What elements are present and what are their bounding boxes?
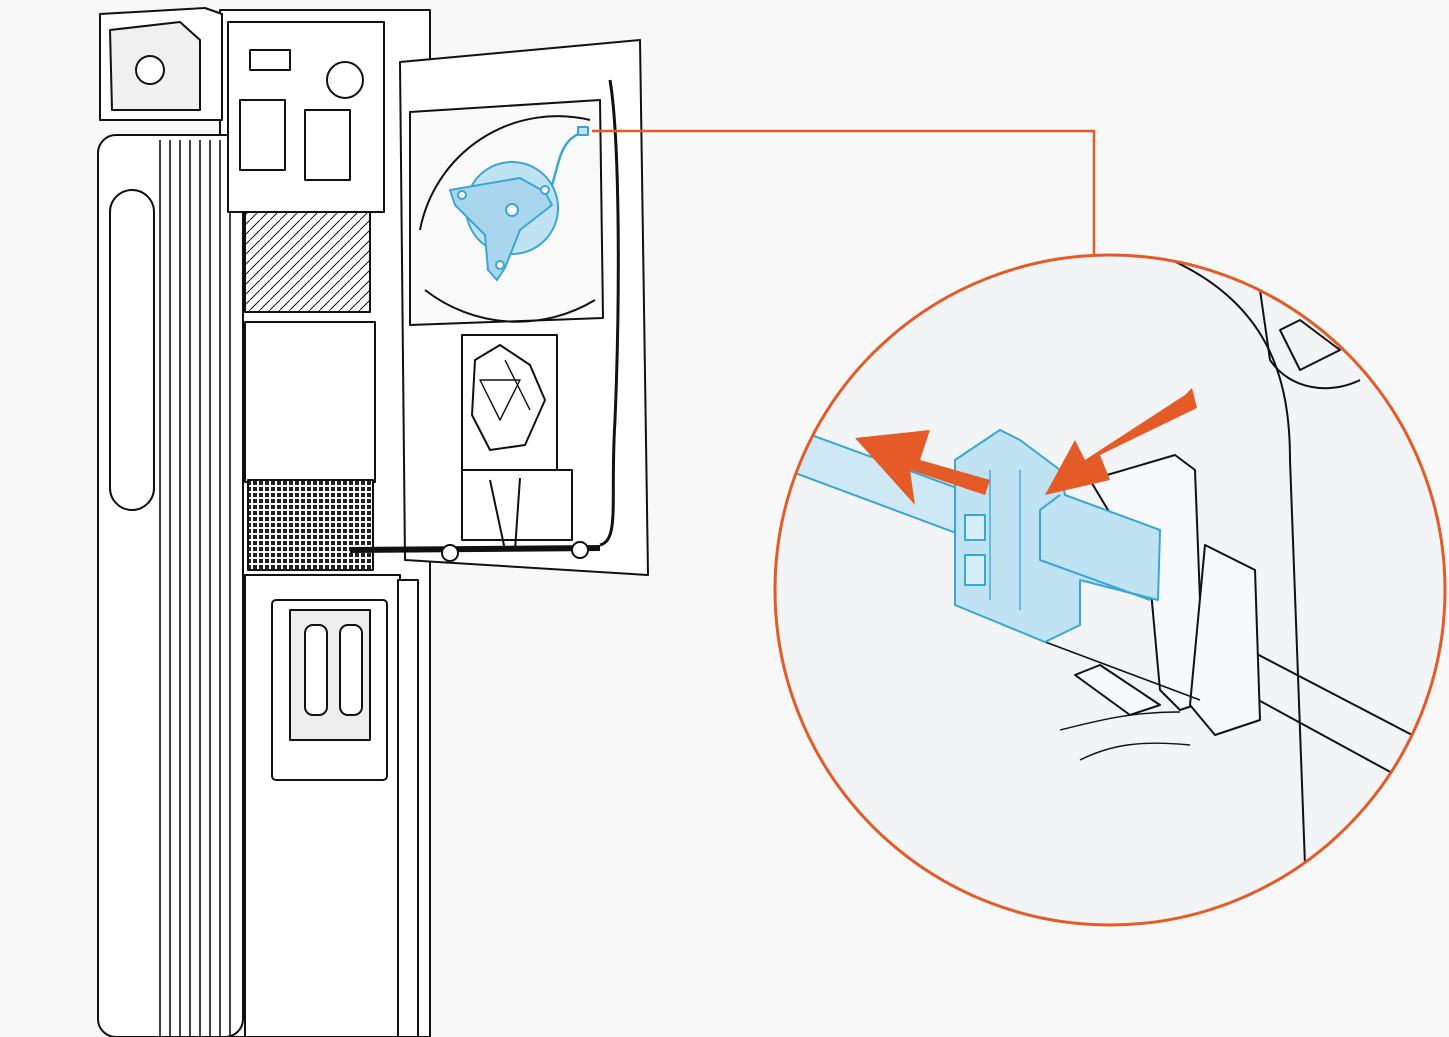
zoom-circle-ring bbox=[773, 253, 1447, 927]
middle-compartment bbox=[244, 321, 376, 483]
column-handle bbox=[109, 189, 155, 511]
connector-plug-highlight bbox=[775, 419, 1161, 643]
connector-marker bbox=[577, 126, 589, 136]
fan-assembly bbox=[449, 126, 589, 281]
callout-leader-line bbox=[592, 129, 1096, 255]
fan-grille bbox=[244, 211, 371, 313]
callout-arrows bbox=[855, 388, 1197, 505]
press-latch-arrow bbox=[1045, 388, 1197, 495]
zoom-circle-background bbox=[775, 255, 1445, 925]
column-ribs bbox=[159, 140, 231, 1037]
filter-mesh bbox=[247, 479, 374, 571]
open-door bbox=[349, 39, 649, 576]
connector-body bbox=[954, 429, 1161, 643]
appliance-unit bbox=[97, 7, 431, 1037]
pull-out-arrow bbox=[855, 430, 990, 505]
